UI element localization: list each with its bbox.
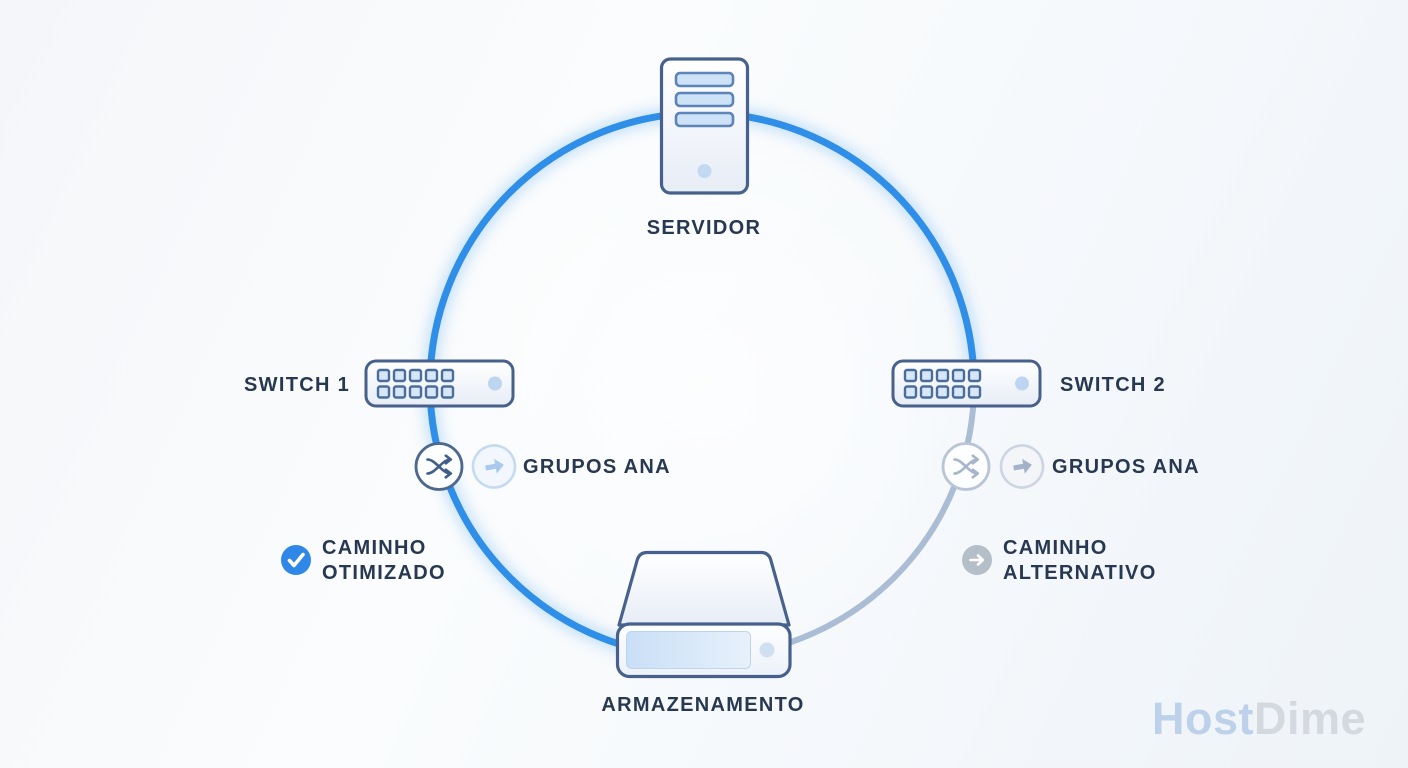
shuffle-icon-left — [414, 442, 464, 491]
hostdime-logo-host: Host — [1152, 693, 1254, 744]
switch1-label: SWITCH 1 — [244, 374, 350, 396]
legend-optimized-label: CAMINHO OTIMIZADO — [322, 537, 446, 584]
switch2-icon — [891, 359, 1042, 408]
hostdime-logo-dime: Dime — [1254, 693, 1367, 744]
arrow-icon-left — [471, 444, 517, 489]
check-icon — [281, 545, 311, 575]
groups-ana-label-right: GRUPOS ANA — [1052, 456, 1200, 478]
switch2-label: SWITCH 2 — [1060, 374, 1166, 396]
switch1-icon — [364, 359, 515, 408]
hostdime-logo: HostDime — [1152, 696, 1366, 741]
server-label: SERVIDOR — [646, 217, 762, 239]
right-arrow-icon — [962, 545, 992, 575]
groups-ana-label-left: GRUPOS ANA — [523, 456, 671, 478]
ring-optimized-path — [426, 109, 978, 661]
legend-alternative-label: CAMINHO ALTERNATIVO — [1003, 537, 1157, 584]
storage-icon — [615, 550, 792, 679]
server-icon — [659, 57, 750, 195]
shuffle-icon-right — [941, 442, 991, 491]
storage-label: ARMAZENAMENTO — [601, 694, 805, 716]
arrow-icon-right — [999, 444, 1045, 489]
